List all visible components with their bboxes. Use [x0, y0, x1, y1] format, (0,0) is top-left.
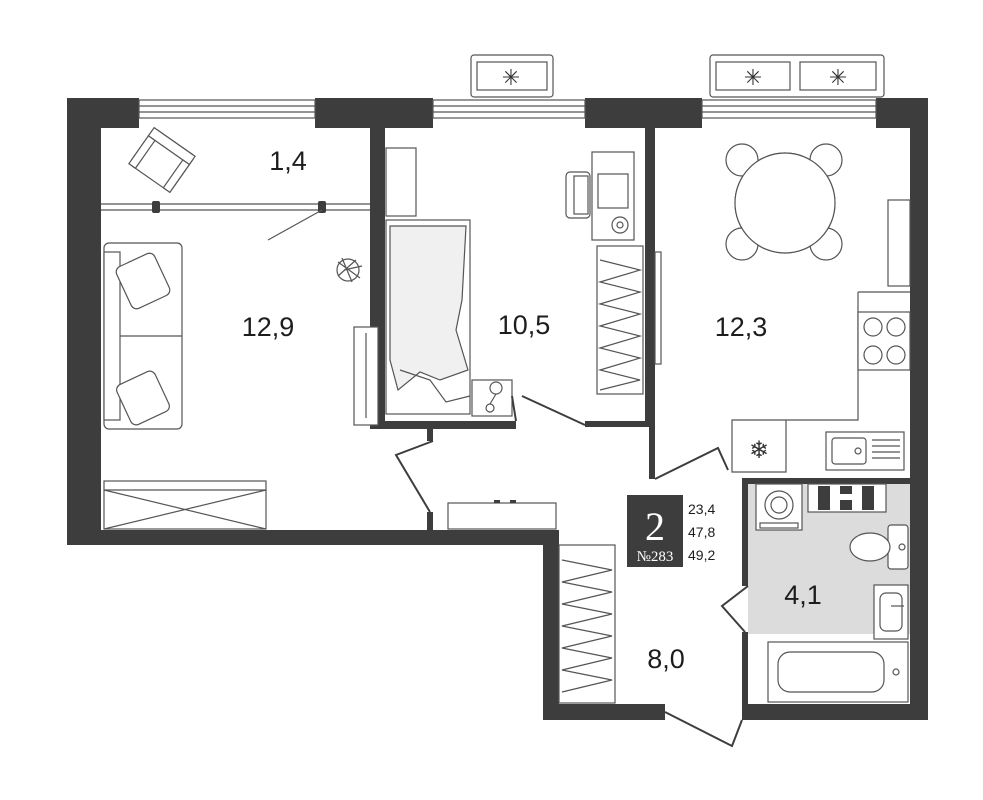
area-balcony: 1,4 [269, 146, 307, 176]
washing-machine-icon [755, 483, 803, 531]
area-total: 47,8 [688, 524, 715, 540]
windows [138, 99, 877, 119]
bathroom [755, 483, 909, 703]
balcony [101, 126, 370, 241]
apartment-badge: 2 №283 23,4 47,8 49,2 [627, 495, 739, 567]
chair [725, 143, 843, 261]
kitchen: ❄ [725, 143, 911, 473]
stove-icon [857, 311, 911, 371]
hallway [447, 500, 616, 704]
area-living: 23,4 [688, 501, 715, 517]
svg-text:✳: ✳ [744, 65, 762, 90]
bedroom [385, 147, 662, 417]
area-total-with-balcony: 49,2 [688, 547, 715, 563]
svg-text:✳: ✳ [829, 65, 847, 90]
armchair [128, 126, 196, 194]
area-living-room: 12,9 [242, 312, 295, 342]
snowflake-icon: ❄ [749, 437, 769, 464]
area-hallway: 8,0 [647, 644, 685, 674]
sink-icon [825, 431, 905, 471]
doors [394, 395, 749, 748]
area-kitchen: 12,3 [715, 312, 768, 342]
walls [67, 98, 928, 720]
plant-icon [336, 257, 363, 283]
rooms-count: 2 [645, 504, 665, 549]
living-room [103, 242, 379, 530]
toilet-icon [849, 524, 909, 570]
ac-unit: ✳ ✳ ✳ [470, 54, 885, 98]
apartment-number: №283 [637, 549, 674, 565]
bathtub-icon [767, 641, 909, 703]
area-bathroom: 4,1 [784, 580, 822, 610]
washbasin-icon [873, 584, 909, 640]
svg-text:✳: ✳ [502, 65, 520, 90]
area-bedroom: 10,5 [498, 310, 551, 340]
